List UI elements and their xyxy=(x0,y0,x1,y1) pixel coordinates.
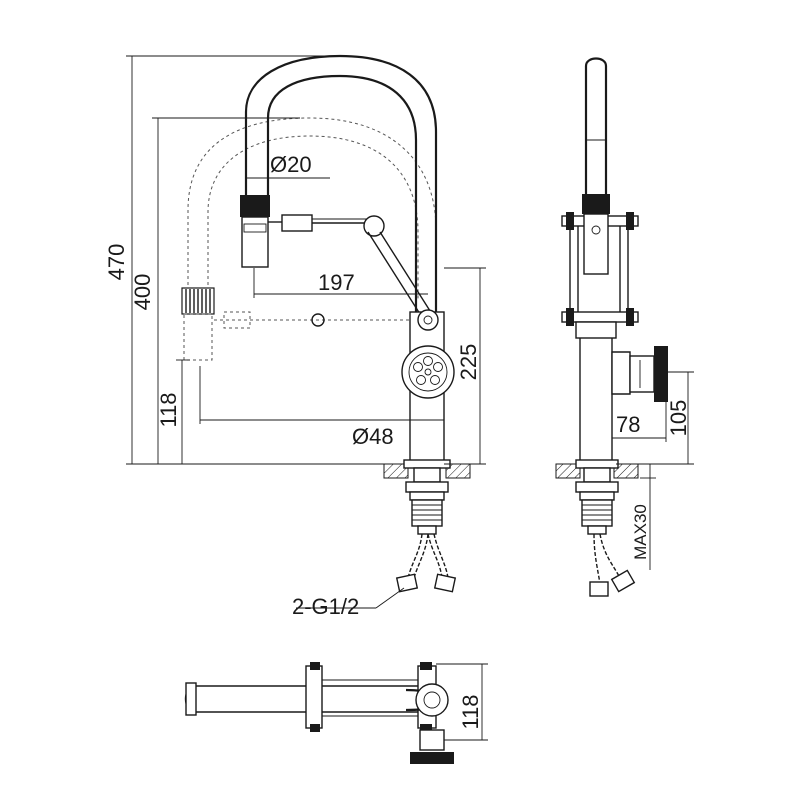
countertop-mount xyxy=(383,459,471,593)
dim-400: 400 xyxy=(130,274,155,311)
dim-118-left: 118 xyxy=(156,392,181,427)
dim-197: 197 xyxy=(318,270,355,295)
hose-nut-left xyxy=(395,573,419,593)
faucet-body xyxy=(401,309,455,465)
arm-pivot-lower xyxy=(417,309,439,331)
spout-arch xyxy=(244,54,438,312)
dim-diameter-48: Ø48 xyxy=(352,424,394,449)
dim-105: 105 xyxy=(666,400,691,437)
arm-pivot-upper xyxy=(363,215,385,237)
side-spray-head xyxy=(582,194,610,214)
side-handle-knob xyxy=(654,346,668,402)
top-handle-knob xyxy=(410,752,454,764)
front-dimension-lines xyxy=(126,55,486,609)
dim-diameter-20: Ø20 xyxy=(270,152,312,177)
dim-max30: MAX30 xyxy=(631,504,650,560)
hose-nut-right xyxy=(433,573,457,593)
dim-225: 225 xyxy=(456,344,481,381)
top-view: 118 xyxy=(184,662,488,764)
spray-head xyxy=(240,195,270,268)
label-hose-thread: 2-G1/2 xyxy=(292,594,359,619)
support-arm xyxy=(268,214,433,315)
dim-470: 470 xyxy=(104,244,129,281)
front-view: 470 400 118 Ø20 197 225 Ø48 2-G1/2 xyxy=(104,54,486,619)
side-view: 78 105 MAX30 xyxy=(555,57,694,597)
threaded-shank xyxy=(411,499,443,527)
handle-wheel xyxy=(401,345,455,399)
side-hose-nut-left xyxy=(589,581,609,597)
dim-118-bottom: 118 xyxy=(458,694,483,729)
spray-head-knurl xyxy=(240,195,270,217)
ghost-pivot xyxy=(311,313,325,327)
dim-78: 78 xyxy=(616,412,640,437)
side-handle xyxy=(629,355,655,393)
ghost-spout xyxy=(181,117,437,361)
side-hose-nut-right xyxy=(610,569,636,593)
